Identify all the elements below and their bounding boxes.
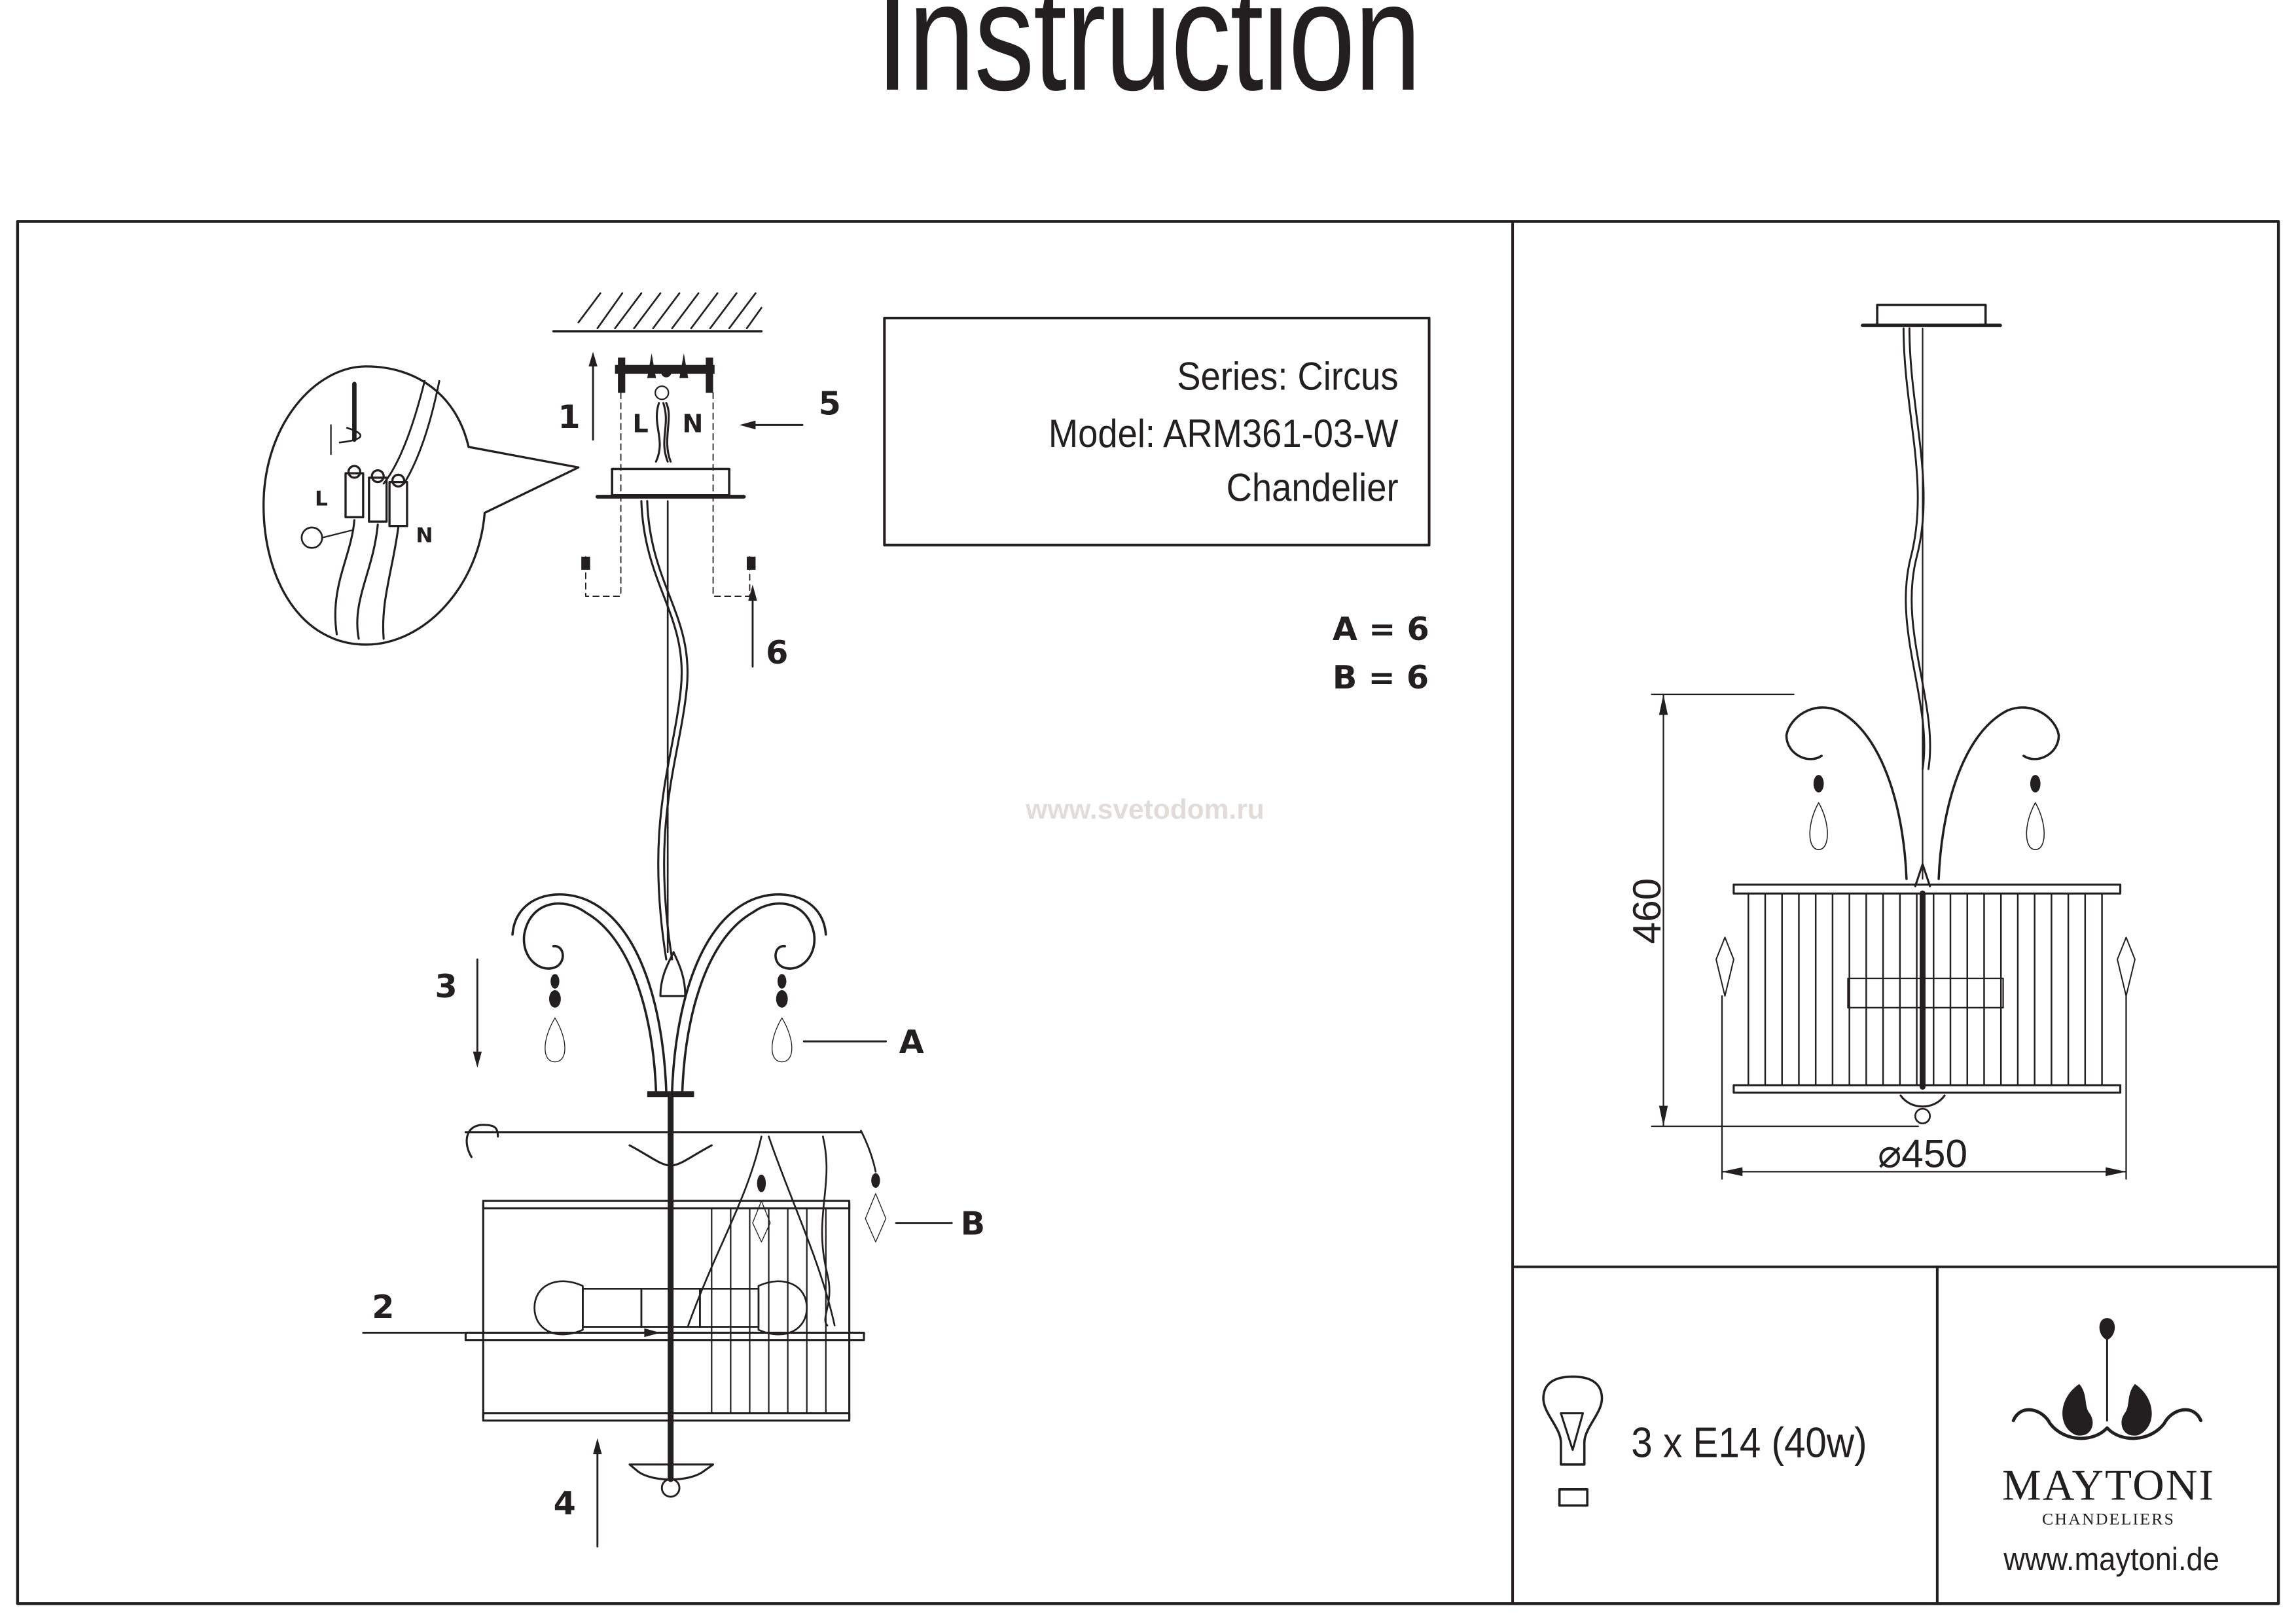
height-dimension-label: 460 [1624,878,1669,944]
step-6-label: 6 [766,633,788,671]
lamp-cage [464,1124,865,1482]
brand-website: www.maytoni.de [2003,1541,2219,1577]
brand-panel: MAYTONI CHANDELIERS www.maytoni.de [2002,1318,2219,1577]
step-1: 1 [558,351,598,441]
crystal-pendant-b [752,1130,887,1243]
watermark: www.svetodom.ru [1025,794,1264,825]
cap-nut-left [581,556,590,570]
bottom-finial [628,1463,715,1498]
lamp-spec-label: 3 x E14 (40w) [1631,1419,1867,1467]
wire-neutral-label: N [683,410,704,438]
suspension-cable [640,500,683,961]
page-title: Instruction [875,0,1422,123]
step-3-label: 3 [435,967,457,1005]
brand-name: MAYTONI [2002,1461,2215,1510]
dimension-drawing: 460 ⌀450 [1624,304,2136,1180]
series-label: Series: Circus [1177,355,1398,399]
lamp-spec-panel: 3 x E14 (40w) [1542,1375,1867,1507]
supply-wires [655,402,672,463]
model-info-box: Series: Circus Model: ARM361-03-W Chande… [883,317,1431,546]
detail-live-label: L [315,487,328,510]
ground-symbol-icon [655,385,670,401]
ceiling-mount-assembly: L N [552,292,763,961]
wiring-detail-callout: L N [262,365,580,646]
chandelier-logo-icon [2011,1318,2203,1440]
wire-live-label: L [632,410,648,438]
callout-a-label: A [899,1023,924,1061]
step-5-label: 5 [819,385,841,423]
canopy [611,467,730,497]
terminal-block-icon [344,465,408,527]
step-1-label: 1 [558,398,580,436]
diameter-dimension-label: ⌀450 [1878,1132,1967,1176]
canopy-right [1876,304,1987,327]
detail-neutral-label: N [416,524,433,547]
step-6: 6 [748,584,788,671]
light-bulb-icon [1542,1375,1604,1507]
outer-frame [16,220,2280,1605]
step-2-label: 2 [372,1288,394,1326]
step-3: 3 [435,958,482,1068]
step-2: 2 [362,1288,660,1338]
mounting-bracket-icon [615,353,715,393]
product-type-label: Chandelier [1227,466,1399,510]
callout-b-label: B [961,1205,986,1243]
step-5: 5 [739,385,841,430]
part-a-count: A = 6 [1333,610,1429,648]
part-b-count: B = 6 [1333,658,1429,696]
cap-nut-right [746,556,756,570]
drum-bars [1748,893,2103,1086]
model-label: Model: ARM361-03-W [1049,412,1399,455]
bulbs [533,1280,808,1336]
chandelier-arms [511,893,827,1138]
step-4: 4 [554,1438,602,1548]
detail-ground-icon [300,526,323,549]
crystal-pendant-a-left [545,974,565,1063]
step-4-label: 4 [554,1484,576,1522]
ceiling-hatch-icon [552,292,763,332]
brand-tagline: CHANDELIERS [2042,1510,2175,1529]
crystal-pendant-a-right [771,974,793,1063]
